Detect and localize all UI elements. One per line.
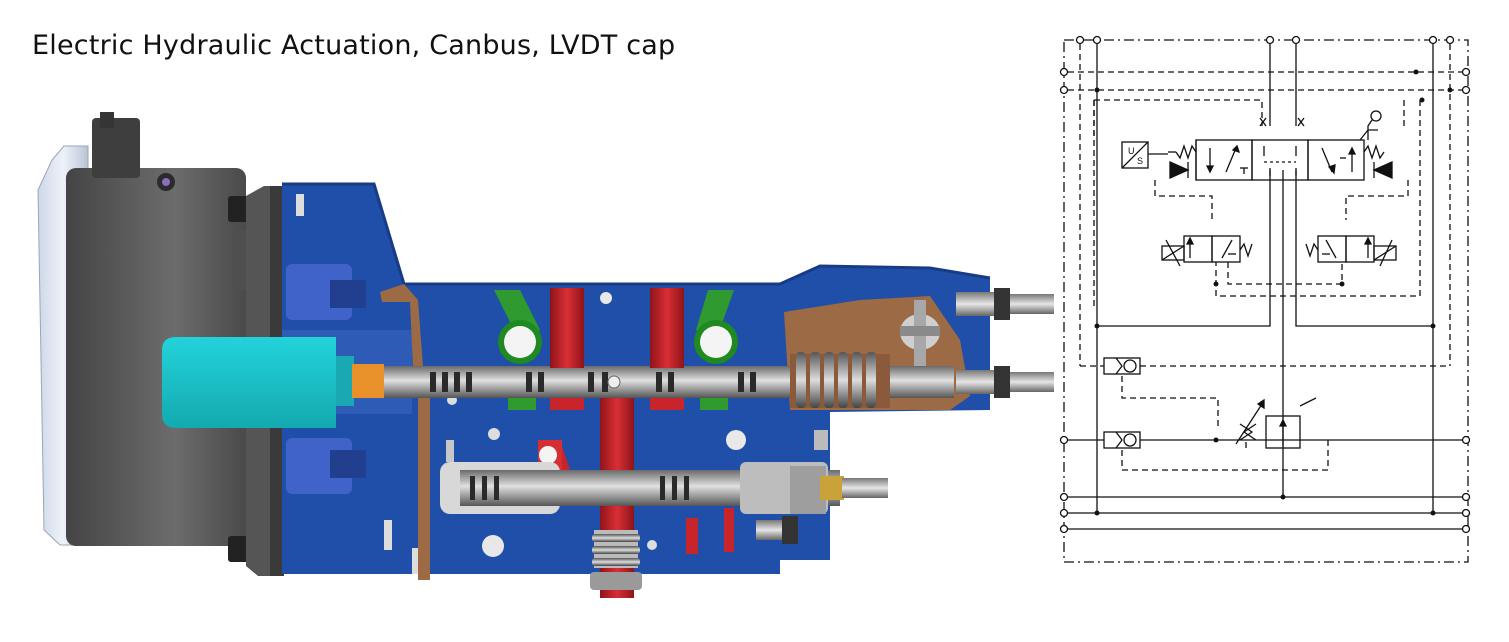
top-ports (1075, 35, 1455, 45)
transducer-label-u: U (1128, 146, 1135, 156)
lvdt-section (162, 264, 412, 494)
lvdt-transducer: U S (1121, 141, 1168, 169)
pilot-valve-left (1161, 235, 1253, 267)
junction-dots (1094, 69, 1453, 516)
check-valve-lower (1103, 431, 1141, 449)
flow-channels-green (494, 290, 738, 410)
actuator-cutaway-illustration (37, 112, 1054, 598)
pilot-spool (440, 462, 840, 514)
side-ports (1059, 67, 1471, 534)
main-lines (1068, 44, 1462, 530)
return-spring (790, 352, 890, 408)
pressure-reducing-valve (1235, 397, 1317, 449)
check-valve-upper (1103, 357, 1141, 375)
pilot-valve-right (1305, 235, 1397, 267)
page-title: Electric Hydraulic Actuation, Canbus, LV… (32, 30, 676, 61)
main-directional-valve (1168, 110, 1393, 181)
pilot-lines (1068, 44, 1462, 471)
motor-body (66, 112, 250, 562)
hydraulic-fittings (756, 288, 1054, 544)
bottom-spring (590, 530, 642, 590)
transducer-label-s: S (1137, 156, 1143, 166)
lever-knob (900, 300, 940, 366)
